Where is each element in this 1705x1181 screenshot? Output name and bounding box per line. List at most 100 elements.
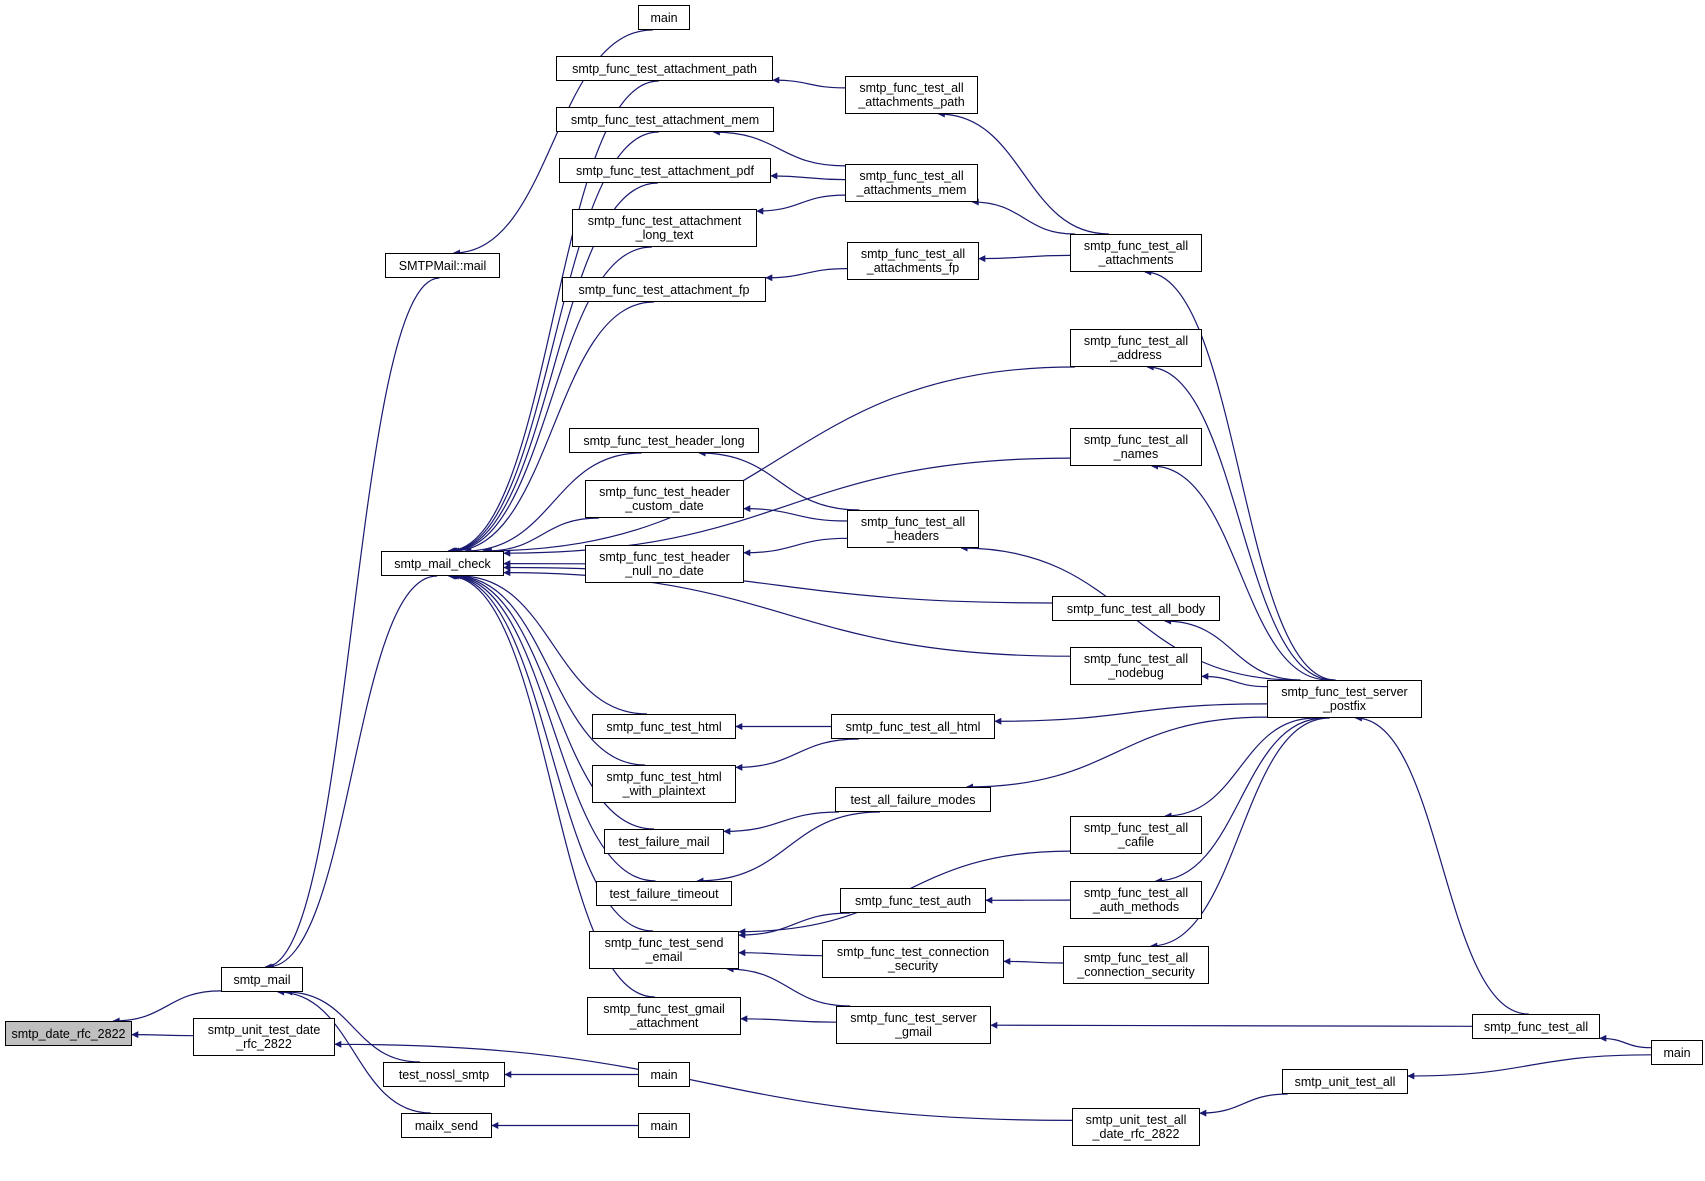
node-unit-all[interactable]: smtp_unit_test_all <box>1282 1069 1408 1094</box>
node-label-line: smtp_func_test_all <box>1083 334 1189 348</box>
node-server-gmail[interactable]: smtp_func_test_server_gmail <box>836 1006 991 1044</box>
edge-att-pdf-to-check <box>448 182 658 555</box>
node-gmail-att[interactable]: smtp_func_test_gmail_attachment <box>587 997 741 1035</box>
node-label-line: main <box>1663 1045 1691 1060</box>
node-label-line: _postfix <box>1322 699 1367 713</box>
node-label-line: smtp_func_test_send <box>604 936 724 950</box>
edge-all-fail-to-fail-timeout <box>696 811 880 885</box>
node-all-addr[interactable]: smtp_func_test_all_address <box>1070 329 1202 367</box>
node-all-html[interactable]: smtp_func_test_all_html <box>831 714 995 739</box>
node-mail[interactable]: smtp_mail <box>221 967 303 992</box>
edge-postfix-to-all-att <box>1144 268 1336 681</box>
node-att-long[interactable]: smtp_func_test_attachment_long_text <box>572 209 757 247</box>
node-label-line: smtp_func_test_gmail <box>603 1002 725 1016</box>
node-mailx[interactable]: mailx_send <box>401 1113 492 1138</box>
edge-postfix-to-all-html <box>994 703 1268 725</box>
node-all-names[interactable]: smtp_func_test_all_names <box>1070 428 1202 466</box>
node-label-line: smtp_mail_check <box>394 556 491 571</box>
node-att-mem[interactable]: smtp_func_test_attachment_mem <box>556 107 774 132</box>
node-att-path[interactable]: smtp_func_test_attachment_path <box>556 56 773 81</box>
node-main-mailx[interactable]: main <box>638 1113 690 1138</box>
node-label-line: SMTPMail::mail <box>398 258 487 273</box>
edge-all-att-path-to-att-path <box>772 76 846 89</box>
node-label-line: _null_no_date <box>625 564 704 578</box>
node-all-nodebug[interactable]: smtp_func_test_all_nodebug <box>1070 647 1202 685</box>
edge-unit-all-to-unit-all-date <box>1199 1093 1288 1117</box>
edge-unit-all-date-to-unitdate <box>334 1040 1073 1121</box>
node-label-line: _custom_date <box>625 499 704 513</box>
node-html[interactable]: smtp_func_test_html <box>592 714 736 739</box>
node-all-auth[interactable]: smtp_func_test_all_auth_methods <box>1070 881 1202 919</box>
node-all-body[interactable]: smtp_func_test_all_body <box>1052 596 1220 621</box>
edge-all-att-mem-to-att-mem <box>712 128 846 167</box>
node-all-conn[interactable]: smtp_func_test_all_connection_security <box>1063 946 1209 984</box>
node-html-plain[interactable]: smtp_func_test_html_with_plaintext <box>592 765 736 803</box>
node-nossl[interactable]: test_nossl_smtp <box>383 1062 505 1087</box>
node-fail-mail[interactable]: test_failure_mail <box>604 829 724 854</box>
edge-main-top-to-smtpmail <box>453 29 653 257</box>
node-all-fail[interactable]: test_all_failure_modes <box>835 787 991 812</box>
edge-auth-to-send-email <box>738 912 851 939</box>
node-hdr-custom[interactable]: smtp_func_test_header_custom_date <box>585 480 744 518</box>
node-label-line: test_nossl_smtp <box>398 1067 490 1082</box>
node-label-line: smtp_func_test_attachment_path <box>572 61 757 76</box>
node-send-email[interactable]: smtp_func_test_send_email <box>589 931 739 969</box>
node-hdr-null[interactable]: smtp_func_test_header_null_no_date <box>585 545 744 583</box>
edge-all-html-to-html-plain <box>735 738 859 771</box>
node-all-cafile[interactable]: smtp_func_test_all_cafile <box>1070 816 1202 854</box>
edge-postfix-to-all-names <box>1151 462 1329 681</box>
node-all-att-fp[interactable]: smtp_func_test_all_attachments_fp <box>847 242 979 280</box>
node-label-line: smtp_func_test_all <box>1483 1019 1589 1034</box>
node-main-nossl[interactable]: main <box>638 1062 690 1087</box>
edge-all-att-mem-to-att-long <box>756 194 846 215</box>
edge-func-all-to-server-gmail <box>990 1021 1473 1029</box>
node-label-line: _attachment <box>629 1016 699 1030</box>
edge-unitdate-to-date <box>131 1031 194 1039</box>
edge-all-att-mem-to-att-pdf <box>770 172 846 181</box>
edge-server-gmail-to-send-email <box>726 965 851 1007</box>
edge-all-headers-to-hdr-custom <box>743 505 848 522</box>
node-all-headers[interactable]: smtp_func_test_all_headers <box>847 510 979 548</box>
node-label-line: _cafile <box>1117 835 1155 849</box>
node-unit-all-date[interactable]: smtp_unit_test_all_date_rfc_2822 <box>1072 1108 1200 1146</box>
node-label-line: smtp_func_test_header <box>599 485 730 499</box>
node-smtpmail[interactable]: SMTPMail::mail <box>385 253 500 278</box>
node-label-line: smtp_func_test_header_long <box>583 433 745 448</box>
node-all-att-mem[interactable]: smtp_func_test_all_attachments_mem <box>845 164 978 202</box>
edge-postfix-to-all-conn <box>1150 717 1330 950</box>
edge-all-att-fp-to-att-fp <box>765 268 848 282</box>
node-att-fp[interactable]: smtp_func_test_attachment_fp <box>562 277 766 302</box>
node-label-line: smtp_func_test_all <box>1083 951 1189 965</box>
edge-fail-timeout-to-check <box>450 572 656 882</box>
node-label-line: _connection_security <box>1077 965 1195 979</box>
edge-send-email-to-check <box>449 572 654 932</box>
node-conn-sec[interactable]: smtp_func_test_connection_security <box>822 940 1004 978</box>
node-all-att[interactable]: smtp_func_test_all_attachments <box>1070 234 1202 272</box>
edge-check-to-mail <box>266 575 438 971</box>
node-label-line: _headers <box>886 529 940 543</box>
node-att-pdf[interactable]: smtp_func_test_attachment_pdf <box>559 158 771 183</box>
node-label-line: smtp_func_test_all <box>1083 652 1189 666</box>
node-check[interactable]: smtp_mail_check <box>381 551 504 576</box>
edge-att-fp-to-check <box>451 301 654 555</box>
node-label-line: smtp_unit_test_all <box>1085 1113 1187 1127</box>
node-auth[interactable]: smtp_func_test_auth <box>840 888 986 913</box>
node-hdr-long[interactable]: smtp_func_test_header_long <box>569 428 759 453</box>
node-label-line: smtp_func_test_attachment_pdf <box>576 163 754 178</box>
edge-postfix-to-all-nodebug <box>1201 672 1268 688</box>
edge-server-gmail-to-gmail-att <box>740 1015 837 1023</box>
edge-postfix-to-all-fail <box>966 716 1268 791</box>
node-main-top[interactable]: main <box>638 5 690 30</box>
node-date[interactable]: smtp_date_rfc_2822 <box>5 1021 132 1046</box>
node-fail-timeout[interactable]: test_failure_timeout <box>596 881 732 906</box>
node-func-all[interactable]: smtp_func_test_all <box>1472 1014 1600 1039</box>
node-main-right[interactable]: main <box>1651 1040 1703 1065</box>
edge-all-fail-to-fail-mail <box>723 811 839 835</box>
node-all-att-path[interactable]: smtp_func_test_all_attachments_path <box>845 76 978 114</box>
node-unitdate[interactable]: smtp_unit_test_date_rfc_2822 <box>193 1018 335 1056</box>
node-label-line: main <box>650 1067 678 1082</box>
edge-hdr-custom-to-check <box>484 517 600 555</box>
node-label-line: smtp_func_test_all <box>1083 239 1189 253</box>
node-postfix[interactable]: smtp_func_test_server_postfix <box>1267 680 1422 718</box>
node-label-line: test_all_failure_modes <box>850 792 976 807</box>
